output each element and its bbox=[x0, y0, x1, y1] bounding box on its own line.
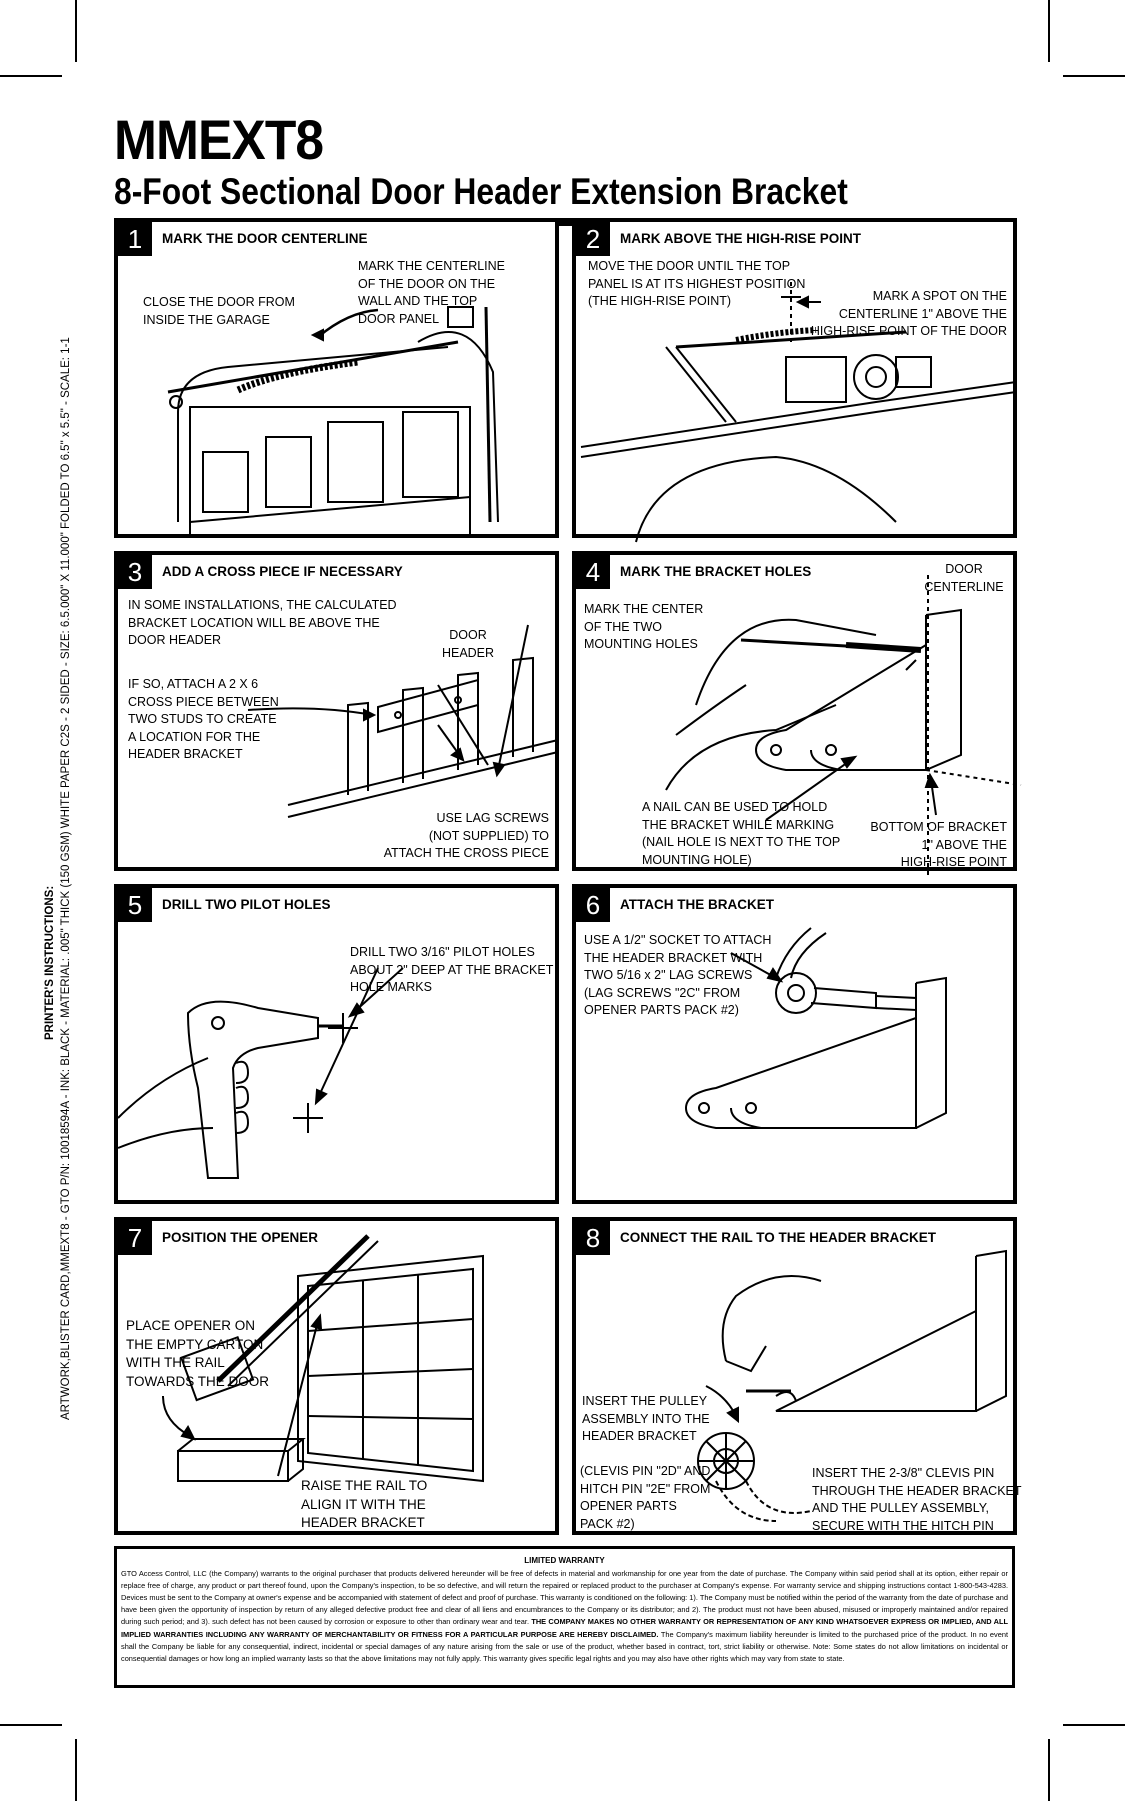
step-3-panel: 3 ADD A CROSS PIECE IF NECESSARY IN SOME… bbox=[114, 551, 559, 871]
step-number: 2 bbox=[576, 222, 610, 256]
warranty-title: LIMITED WARRANTY bbox=[524, 1556, 605, 1565]
step-2-panel: 2 MARK ABOVE THE HIGH-RISE POINT MOVE TH… bbox=[572, 218, 1017, 543]
step-7-panel: 7 POSITION THE OPENER PLACE OPENER ON TH… bbox=[114, 1217, 559, 1535]
printer-instructions: PRINTER'S INSTRUCTIONS: ARTWORK,BLISTER … bbox=[42, 337, 74, 1420]
step-number: 8 bbox=[576, 1221, 610, 1255]
step-3-label-door-header: DOOR HEADER bbox=[441, 628, 495, 660]
step-6-label-socket: USE A 1/2" SOCKET TO ATTACH THE HEADER B… bbox=[584, 933, 772, 1017]
bracket-holes-illustration bbox=[665, 575, 1022, 875]
position-opener-illustration bbox=[162, 1234, 484, 1483]
step-4-label-door-centerline: DOOR CENTERLINE bbox=[924, 562, 1004, 594]
step-number: 7 bbox=[118, 1221, 152, 1255]
step-number: 5 bbox=[118, 888, 152, 922]
step-3-label-lag-screws: USE LAG SCREWS (NOT SUPPLIED) TO ATTACH … bbox=[383, 811, 549, 860]
crop-mark bbox=[0, 1724, 62, 1726]
door-centerline-illustration bbox=[167, 306, 499, 538]
step-5-label-drill: DRILL TWO 3/16" PILOT HOLES ABOUT 2" DEE… bbox=[350, 945, 554, 994]
step-7-label-raise-rail: RAISE THE RAIL TO ALIGN IT WITH THE HEAD… bbox=[301, 1478, 428, 1530]
step-title: ADD A CROSS PIECE IF NECESSARY bbox=[162, 564, 403, 579]
crop-mark bbox=[1048, 0, 1050, 62]
step-7-label-place-opener: PLACE OPENER ON THE EMPTY CARTON WITH TH… bbox=[126, 1318, 270, 1389]
step-4-label-nail: A NAIL CAN BE USED TO HOLD THE BRACKET W… bbox=[642, 800, 841, 867]
step-8-panel: 8 CONNECT THE RAIL TO THE HEADER BRACKET… bbox=[572, 1217, 1022, 1535]
step-4-label-bottom-bracket: BOTTOM OF BRACKET 1" ABOVE THE HIGH-RISE… bbox=[870, 820, 1007, 869]
step-title: CONNECT THE RAIL TO THE HEADER BRACKET bbox=[620, 1230, 937, 1245]
warranty-disclaimer: THE COMPANY MAKES NO OTHER WARRANTY OR R… bbox=[121, 1617, 1008, 1639]
step-number: 4 bbox=[576, 555, 610, 589]
step-4-label-mark-center: MARK THE CENTER OF THE TWO MOUNTING HOLE… bbox=[584, 602, 704, 651]
page-subtitle: 8-Foot Sectional Door Header Extension B… bbox=[114, 171, 848, 212]
connect-rail-illustration bbox=[697, 1249, 1007, 1522]
step-title: MARK THE BRACKET HOLES bbox=[620, 564, 812, 579]
step-3-label-calculated: IN SOME INSTALLATIONS, THE CALCULATED BR… bbox=[128, 598, 397, 647]
cross-piece-illustration bbox=[247, 624, 559, 818]
crop-mark bbox=[1063, 75, 1125, 77]
step-title: DRILL TWO PILOT HOLES bbox=[162, 897, 331, 912]
printer-specs: ARTWORK,BLISTER CARD,MMEXT8 - GTO P/N: 1… bbox=[60, 337, 72, 1420]
attach-bracket-illustration bbox=[684, 927, 947, 1129]
step-number: 3 bbox=[118, 555, 152, 589]
step-title: MARK THE DOOR CENTERLINE bbox=[162, 231, 368, 246]
drill-pilot-holes-illustration bbox=[117, 967, 404, 1179]
step-1-panel: 1 MARK THE DOOR CENTERLINE CLOSE THE DOO… bbox=[114, 218, 559, 538]
step-5-panel: 5 DRILL TWO PILOT HOLES DRILL TWO 3/16" … bbox=[114, 884, 559, 1204]
step-8-label-insert-pulley: INSERT THE PULLEY ASSEMBLY INTO THE HEAD… bbox=[582, 1394, 710, 1443]
crop-mark bbox=[75, 0, 77, 62]
step-title: POSITION THE OPENER bbox=[162, 1230, 319, 1245]
step-4-panel: 4 MARK THE BRACKET HOLES MARK THE CENTER… bbox=[572, 551, 1022, 875]
crop-mark bbox=[1048, 1739, 1050, 1801]
step-title: ATTACH THE BRACKET bbox=[620, 897, 774, 912]
page-title: MMEXT8 bbox=[114, 108, 324, 171]
limited-warranty: LIMITED WARRANTY GTO Access Control, LLC… bbox=[114, 1546, 1015, 1688]
step-3-label-attach-cross: IF SO, ATTACH A 2 X 6 CROSS PIECE BETWEE… bbox=[128, 677, 279, 761]
step-number: 6 bbox=[576, 888, 610, 922]
step-8-label-clevis-pins: (CLEVIS PIN "2D" AND HITCH PIN "2E" FROM… bbox=[580, 1464, 711, 1531]
step-2-label-mark-spot: MARK A SPOT ON THE CENTERLINE 1" ABOVE T… bbox=[810, 289, 1007, 338]
step-8-label-insert-clevis: INSERT THE 2-3/8" CLEVIS PIN THROUGH THE… bbox=[812, 1466, 1022, 1533]
step-number: 1 bbox=[118, 222, 152, 256]
step-1-label-mark-centerline: MARK THE CENTERLINE OF THE DOOR ON THE W… bbox=[358, 259, 506, 326]
step-6-panel: 6 ATTACH THE BRACKET USE A 1/2" SOCKET T… bbox=[572, 884, 1017, 1204]
crop-mark bbox=[0, 75, 62, 77]
warranty-text: GTO Access Control, LLC (the Company) wa… bbox=[121, 1569, 1008, 1627]
warranty-liability: The Company's maximum liability hereunde… bbox=[121, 1629, 1008, 1663]
step-1-label-close-door: CLOSE THE DOOR FROM INSIDE THE GARAGE bbox=[143, 295, 295, 327]
step-title: MARK ABOVE THE HIGH-RISE POINT bbox=[620, 231, 862, 246]
crop-mark bbox=[75, 1739, 77, 1801]
high-rise-point-illustration bbox=[580, 282, 1017, 543]
step-2-label-move-door: MOVE THE DOOR UNTIL THE TOP PANEL IS AT … bbox=[588, 259, 806, 308]
printer-heading: PRINTER'S INSTRUCTIONS: bbox=[44, 885, 56, 1040]
crop-mark bbox=[1063, 1724, 1125, 1726]
